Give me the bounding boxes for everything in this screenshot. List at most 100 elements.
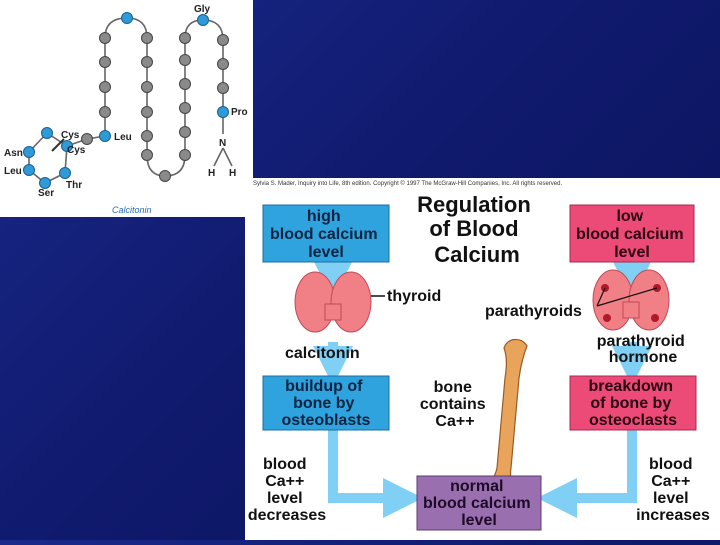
box-text: osteoblasts (282, 412, 371, 429)
box-text: level (461, 512, 497, 529)
right-result-text: level (653, 490, 689, 507)
box-text: bone by (293, 395, 354, 412)
residue-label-ser: Ser (38, 188, 54, 199)
diagram-title: of Blood (429, 216, 518, 241)
amino-acid-bead (99, 56, 111, 68)
residue-label-cys: Cys (61, 130, 80, 141)
right-result-text: blood (649, 456, 693, 473)
amino-acid-bead (179, 126, 191, 138)
left-result-text: decreases (248, 507, 326, 524)
box-text: normal (450, 478, 503, 495)
diagram-title: Regulation (417, 192, 531, 217)
amino-acid-bead (41, 127, 53, 139)
terminal-h: H (229, 168, 236, 179)
amino-acid-bead (99, 106, 111, 118)
box-text: level (614, 244, 650, 261)
parathyroids-label: parathyroids (485, 303, 582, 320)
disulfide-bond (51, 138, 65, 152)
copyright-notice: Sylvia S. Mader, Inquiry into Life, 8th … (253, 180, 562, 187)
left-result-text: blood (263, 456, 307, 473)
amino-acid-bead (159, 170, 171, 182)
residue-label-asn: Asn (4, 148, 23, 159)
amino-acid-bead (179, 32, 191, 44)
svg-text:high blood calcium: high blood calcium level (270, 208, 382, 261)
bone-text: contains (420, 396, 486, 413)
amino-acid-bead (217, 58, 229, 70)
box-text: high (307, 208, 341, 225)
regulation-panel: Sylvia S. Mader, Inquiry into Life, 8th … (245, 178, 720, 540)
amino-acid-bead (141, 149, 153, 161)
amino-acid-bead (23, 146, 35, 158)
amino-acid-bead (179, 149, 191, 161)
left-result-text: level (267, 490, 303, 507)
box-text: of bone by (590, 395, 671, 412)
parathyroid-gland-icon (592, 269, 670, 331)
amino-acid-bead (217, 34, 229, 46)
svg-text:bone contains Ca++: bone contains Ca++ (420, 379, 490, 430)
terminal-n: N (219, 138, 226, 149)
box-text: breakdown (589, 378, 673, 395)
pth-label: hormone (609, 349, 678, 366)
box-text: low (616, 208, 643, 225)
low-calcium-box (569, 204, 695, 263)
svg-text:buildup of bone by: buildup of bone by osteoblasts (282, 378, 371, 429)
thyroid-gland-icon (294, 271, 372, 333)
amino-acid-bead (59, 167, 71, 179)
amino-acid-bead (81, 133, 93, 145)
amino-acid-bead (141, 130, 153, 142)
right-result-text: Ca++ (651, 473, 690, 490)
peptide-backbone (28, 17, 233, 184)
amino-acid-bead (99, 81, 111, 93)
residue-label-cys: Cys (67, 145, 86, 156)
residue-label-leu: Leu (114, 132, 132, 143)
breakdown-box (569, 375, 697, 431)
amino-acid-bead (99, 32, 111, 44)
box-text: buildup of (285, 378, 363, 395)
amino-acid-bead (141, 32, 153, 44)
high-calcium-box (262, 204, 390, 263)
residue-label-pro: Pro (231, 107, 248, 118)
amino-acid-bead (61, 140, 73, 152)
amino-acid-bead (179, 102, 191, 114)
terminal-h: H (208, 168, 215, 179)
amino-acid-bead (217, 106, 229, 118)
amino-acid-bead (141, 81, 153, 93)
amino-acid-bead (141, 56, 153, 68)
residue-beads (23, 12, 229, 189)
amino-acid-bead (217, 82, 229, 94)
amino-acid-bead (141, 106, 153, 118)
flow-arrows (313, 259, 652, 518)
calcitonin-label: calcitonin (285, 345, 360, 362)
residue-label-thr: Thr (66, 180, 82, 191)
svg-text:breakdown of bone by: breakdown of bone by osteoclasts (589, 378, 678, 429)
thyroid-label: thyroid (387, 288, 441, 305)
regulation-diagram: Sylvia S. Mader, Inquiry into Life, 8th … (248, 180, 710, 531)
svg-text:blood Ca++ level: blood Ca++ level increases (636, 456, 710, 524)
pth-label: parathyroid (597, 333, 685, 350)
calcitonin-caption: Calcitonin (112, 205, 152, 215)
svg-text:low blood calcium: low blood calcium level (576, 208, 688, 261)
residue-label-gly: Gly (194, 4, 211, 15)
box-text: blood calcium (576, 226, 684, 243)
box-text: osteoclasts (589, 412, 677, 429)
buildup-box (262, 375, 390, 431)
svg-text:blood Ca++ level: blood Ca++ level decreases (248, 456, 326, 524)
normal-calcium-box (416, 475, 542, 531)
bone-text: Ca++ (435, 413, 474, 430)
svg-text:Regulation of Blood: Regulation of Blood Calcium (417, 192, 537, 267)
svg-text:parathyroid hormone: parathyroid hormone (597, 333, 689, 366)
amino-acid-bead (99, 130, 111, 142)
amino-acid-bead (197, 14, 209, 26)
calcitonin-diagram: Gly Pro Leu Cys Cys Asn Leu Ser Thr N H … (4, 4, 248, 215)
box-text: blood calcium (423, 495, 531, 512)
diagram-title: Calcium (434, 242, 520, 267)
amino-acid-bead (179, 54, 191, 66)
box-text: level (308, 244, 344, 261)
left-result-text: Ca++ (265, 473, 304, 490)
residue-label-leu: Leu (4, 166, 22, 177)
svg-text:normal blood calcium: normal blood calcium level (423, 478, 535, 529)
amino-acid-bead (39, 177, 51, 189)
amino-acid-bead (121, 12, 133, 24)
bone-text: bone (434, 379, 472, 396)
box-text: blood calcium (270, 226, 378, 243)
